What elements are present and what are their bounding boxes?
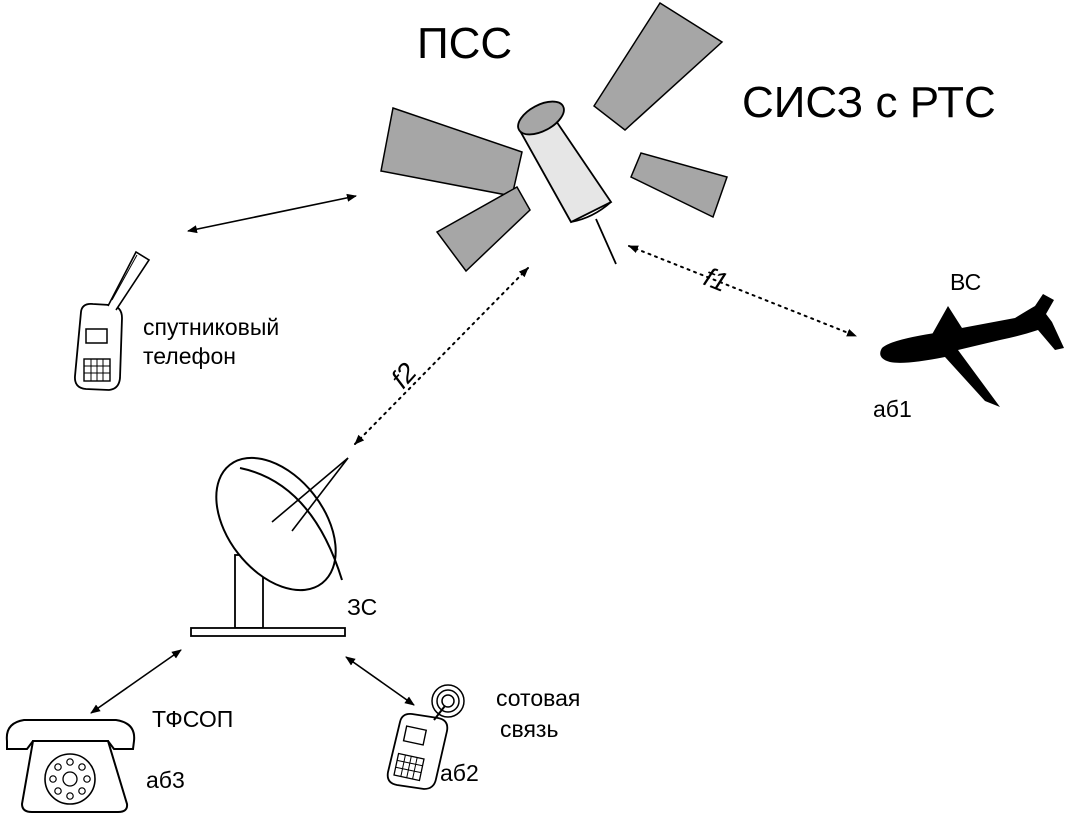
cellular-label-line2: связь xyxy=(500,716,558,742)
sat-phone-label-line1: спутниковый xyxy=(143,314,279,340)
signal-waves-icon xyxy=(441,694,455,708)
ab1-label: аб1 xyxy=(873,396,912,422)
sat-phone-label-line2: телефон xyxy=(143,343,236,369)
satellite xyxy=(380,1,728,273)
satellite-antenna xyxy=(595,218,617,265)
link-f2 xyxy=(354,267,529,445)
solar-panel-left-upper xyxy=(380,107,523,197)
system-title: СИСЗ с РТС xyxy=(742,78,996,127)
cell-phone-icon xyxy=(386,684,465,790)
link-f1 xyxy=(628,245,857,337)
f2-label: f2 xyxy=(385,357,422,394)
cellular-label-line1: сотовая xyxy=(496,685,580,711)
satellite-body xyxy=(517,100,613,224)
link-station-cellular xyxy=(345,656,415,706)
ab3-label: аб3 xyxy=(146,767,185,793)
earth-station-icon xyxy=(190,456,349,637)
solar-panel-right-upper xyxy=(592,1,724,131)
link-station-pstn xyxy=(90,649,182,714)
aircraft-label: ВС xyxy=(950,269,981,295)
landline-phone-icon xyxy=(5,719,136,813)
solar-panel-right-lower xyxy=(630,152,728,219)
solar-panel-left-lower xyxy=(435,185,531,273)
satellite-label: ПСС xyxy=(417,19,512,68)
link-satphone-satellite xyxy=(187,193,357,234)
aircraft-icon xyxy=(880,294,1064,407)
pstn-label: ТФСОП xyxy=(152,706,233,732)
earth-station-label: ЗС xyxy=(347,594,377,620)
f1-label: f1 xyxy=(700,262,732,298)
satellite-phone-icon xyxy=(74,250,151,391)
ab2-label: аб2 xyxy=(440,760,479,786)
